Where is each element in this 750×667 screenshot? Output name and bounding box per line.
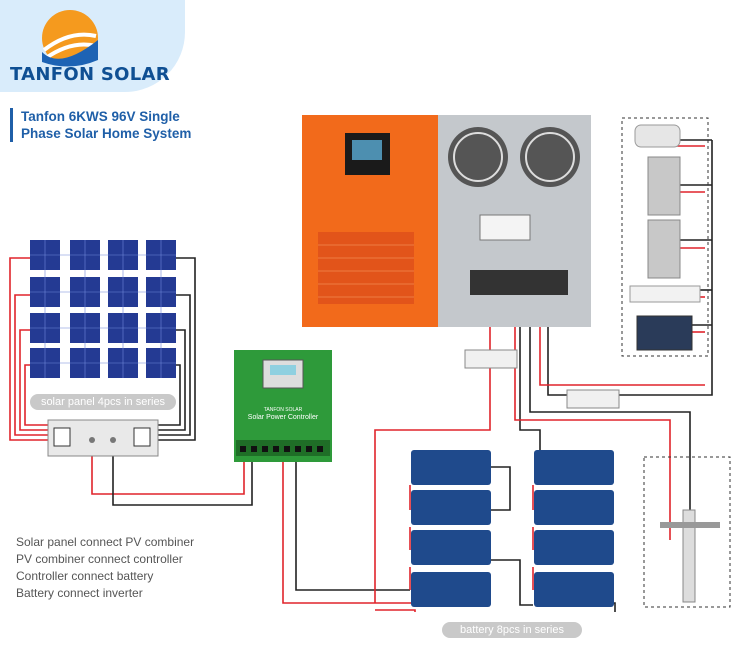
water-heater (643, 456, 731, 608)
step-1: Solar panel connect PV combiner (16, 535, 195, 549)
solar-power-controller (234, 350, 332, 462)
battery-label: battery 8pcs in series (442, 622, 582, 638)
step-2: PV combiner connect controller (16, 552, 183, 566)
breaker-1 (464, 349, 518, 369)
controller-label: Solar Power Controller (248, 414, 319, 421)
solar-panel-array (30, 240, 176, 378)
solar-panel-label: solar panel 4pcs in series (30, 394, 176, 410)
brand-name: TANFON SOLAR (10, 64, 170, 85)
load-appliances (621, 117, 709, 357)
battery-bank (411, 450, 614, 607)
connection-steps: Solar panel connect PV combiner PV combi… (16, 534, 194, 602)
title-line-2: Phase Solar Home System (21, 126, 192, 141)
logo-sun-icon (42, 10, 98, 67)
controller-brand: TANFON SOLAR (264, 407, 303, 413)
step-4: Battery connect inverter (16, 586, 143, 600)
step-3: Controller connect battery (16, 569, 154, 583)
pv-combiner-box (47, 419, 159, 457)
diagram-title: Tanfon 6KWS 96V Single Phase Solar Home … (10, 108, 221, 142)
title-line-1: Tanfon 6KWS 96V Single (21, 109, 180, 124)
breaker-2 (566, 389, 620, 409)
inverter (302, 115, 591, 327)
wiring (9, 139, 713, 612)
panel-row (30, 240, 176, 378)
